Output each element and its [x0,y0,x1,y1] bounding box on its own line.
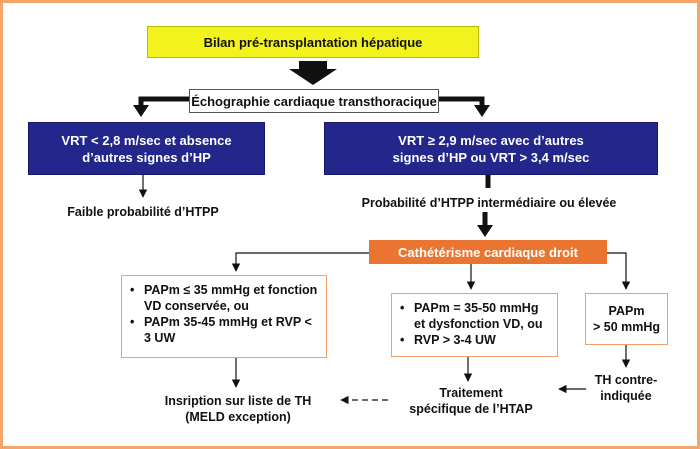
box-papm-35: PAPm ≤ 35 mmHg et fonction VD conservée,… [121,275,327,358]
box2-item-2: RVP > 3-4 UW [400,332,549,348]
echo-box: Échographie cardiaque transthoracique [189,89,439,113]
right-blue-box: VRT ≥ 2,9 m/sec avec d’autres signes d’H… [324,122,658,175]
right-blue-line-1: VRT ≥ 2,9 m/sec avec d’autres [398,132,584,148]
branch-right [607,252,631,290]
contre-line-1: TH contre- [594,373,658,387]
big-arrow [289,61,337,85]
traitement-line-1: Traitement [439,386,503,400]
box1-item-1: PAPm ≤ 35 mmHg et fonction VD conservée,… [130,282,318,314]
title-box: Bilan pré-transplantation hépatique [147,26,479,58]
traitement-label: Traitement spécifique de l’HTAP [391,385,551,417]
title-text: Bilan pré-transplantation hépatique [203,34,423,50]
left-blue-line-1: VRT < 2,8 m/sec et absence [61,132,232,148]
elbow-right [439,96,485,107]
echo-text: Échographie cardiaque transthoracique [191,93,437,109]
mid-probability-label: Probabilité d’HTPP intermédiaire ou élev… [361,196,617,210]
low-probability-label: Faible probabilité d’HTPP [67,205,219,219]
inscription-label: Insription sur liste de TH (MELD excepti… [143,393,333,425]
inscription-line-2: (MELD exception) [185,410,291,424]
box-papm-50: PAPm > 50 mmHg [585,293,668,345]
inscription-line-1: Insription sur liste de TH [164,394,312,408]
left-blue-line-2: d’autres signes d’HP [82,149,211,165]
elbow-left [138,96,189,107]
box3-line-1: PAPm [608,304,645,318]
right-blue-line-2: signes d’HP ou VRT > 3,4 m/sec [392,149,590,165]
box2-item-1: PAPm = 35-50 mmHg et dysfonction VD, ou [400,300,549,332]
box-papm-35-50: PAPm = 35-50 mmHg et dysfonction VD, ou … [391,293,558,357]
branch-left [231,252,369,272]
left-blue-box: VRT < 2,8 m/sec et absence d’autres sign… [28,122,265,175]
contre-indiquee-label: TH contre- indiquée [586,372,666,404]
connector-lines [133,61,631,405]
box3-line-2: > 50 mmHg [592,320,661,334]
traitement-line-2: spécifique de l’HTAP [409,402,533,416]
cath-box: Cathétérisme cardiaque droit [369,240,607,264]
cath-text: Cathétérisme cardiaque droit [398,244,578,260]
box1-item-2: PAPm 35-45 mmHg et RVP < 3 UW [130,314,318,346]
contre-line-2: indiquée [600,389,652,403]
